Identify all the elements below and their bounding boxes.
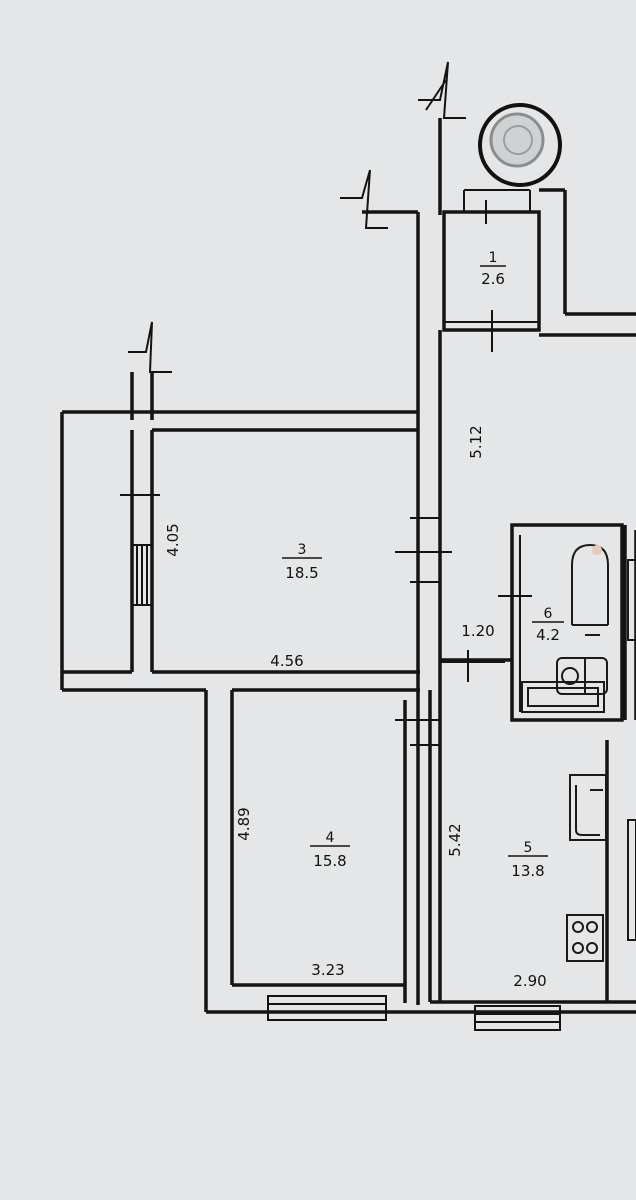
svg-text:13.8: 13.8 [511, 862, 544, 880]
sink-icon [521, 681, 605, 713]
svg-text:15.8: 15.8 [313, 852, 346, 870]
right-edge-fixtures [627, 559, 636, 941]
dimension-kitchen-width: 2.90 [513, 972, 546, 990]
dimension-passage: 1.20 [461, 622, 494, 640]
room-4-label: 4 15.8 [310, 830, 350, 870]
svg-text:4: 4 [326, 830, 335, 846]
windows [131, 544, 561, 1031]
dimension-room4-length: 4.89 [235, 807, 253, 840]
walls [60, 118, 636, 1014]
door-markers [120, 200, 532, 746]
dimension-kitchen-length: 5.42 [446, 823, 464, 856]
svg-text:18.5: 18.5 [285, 564, 318, 582]
room-6-label: 6 4.2 [532, 606, 564, 644]
svg-text:2.6: 2.6 [481, 270, 505, 288]
room-3-label: 3 18.5 [282, 542, 322, 582]
stove-icon [566, 914, 604, 962]
riser-circle-icon [478, 103, 562, 187]
kitchen-sink-icon [569, 774, 607, 841]
shaft-break-top [418, 61, 466, 119]
dimension-room4-width: 3.23 [311, 961, 344, 979]
room-5-label: 5 13.8 [508, 840, 548, 880]
room-1-label: 1 2.6 [480, 250, 506, 288]
dimension-room3-length: 4.56 [270, 652, 303, 670]
svg-text:5: 5 [524, 840, 533, 856]
shaft-break-left [128, 321, 172, 373]
svg-text:3: 3 [298, 542, 307, 558]
svg-text:4.2: 4.2 [536, 626, 560, 644]
bathtub-icon [571, 543, 609, 636]
shaft-break-mid [340, 169, 388, 229]
svg-text:1: 1 [489, 250, 498, 266]
svg-text:6: 6 [544, 606, 553, 622]
dimension-corridor: 5.12 [467, 425, 485, 458]
dimension-room3-width: 4.05 [164, 523, 182, 556]
